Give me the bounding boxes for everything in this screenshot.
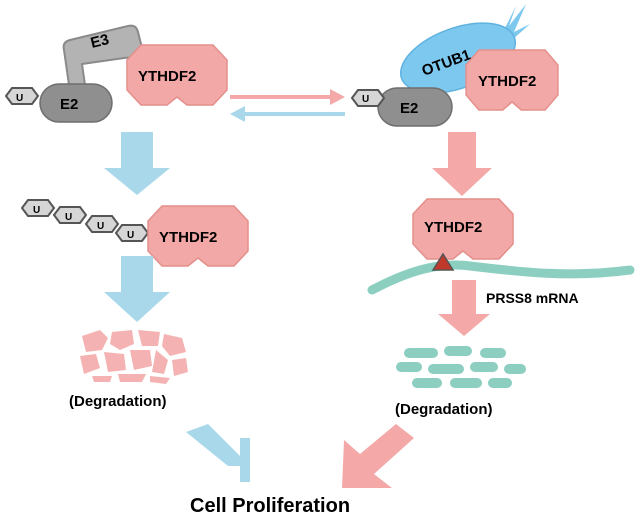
ubiquitin-hexagon-icon: U bbox=[350, 89, 386, 107]
ubiquitin-label: U bbox=[97, 221, 104, 232]
ubiquitin-label: U bbox=[362, 94, 369, 105]
e2-left-label: E2 bbox=[60, 96, 78, 113]
ythdf2-mid-left-label: YTHDF2 bbox=[159, 229, 217, 246]
left-down-arrow-2 bbox=[104, 256, 170, 322]
e3-label: E3 bbox=[89, 31, 111, 52]
prss8-mrna-label: PRSS8 mRNA bbox=[486, 290, 579, 306]
left-inhibition-arrow bbox=[186, 424, 250, 482]
equilibrium-arrows bbox=[230, 89, 345, 122]
m6a-site-triangle-marker-icon bbox=[431, 252, 455, 271]
degraded-protein-fragments bbox=[80, 330, 188, 384]
e2-left: E2 bbox=[39, 83, 113, 123]
e2-right: E2 bbox=[377, 87, 453, 127]
ythdf2-mid-right: YTHDF2 bbox=[412, 198, 514, 260]
right-down-arrow-2 bbox=[438, 280, 490, 336]
ubiquitin-label: U bbox=[65, 212, 72, 223]
degradation-right-label: (Degradation) bbox=[395, 401, 493, 418]
polyubiquitin-chain: U U U U bbox=[20, 199, 150, 242]
ubiquitin-label: U bbox=[33, 205, 40, 216]
ubiquitin-hexagon-icon: U bbox=[4, 87, 40, 105]
left-down-arrow-1 bbox=[104, 132, 170, 195]
degraded-mrna-fragments bbox=[396, 346, 526, 388]
ythdf2-top-right-label: YTHDF2 bbox=[478, 73, 536, 90]
right-promotion-arrow bbox=[342, 424, 414, 488]
ubiquitin-label: U bbox=[127, 230, 134, 241]
prss8-mrna-strand bbox=[367, 260, 635, 295]
ythdf2-top-left-label: YTHDF2 bbox=[138, 68, 196, 85]
ubiquitin-label: U bbox=[16, 93, 23, 104]
e2-right-label: E2 bbox=[400, 100, 418, 117]
ythdf2-top-left: YTHDF2 bbox=[126, 44, 228, 106]
ythdf2-mid-left: YTHDF2 bbox=[147, 205, 249, 267]
degradation-left-label: (Degradation) bbox=[69, 393, 167, 410]
cell-proliferation-label: Cell Proliferation bbox=[190, 495, 350, 517]
ythdf2-top-right: YTHDF2 bbox=[465, 49, 559, 111]
right-down-arrow-1 bbox=[432, 132, 492, 196]
ythdf2-mid-right-label: YTHDF2 bbox=[424, 219, 482, 236]
